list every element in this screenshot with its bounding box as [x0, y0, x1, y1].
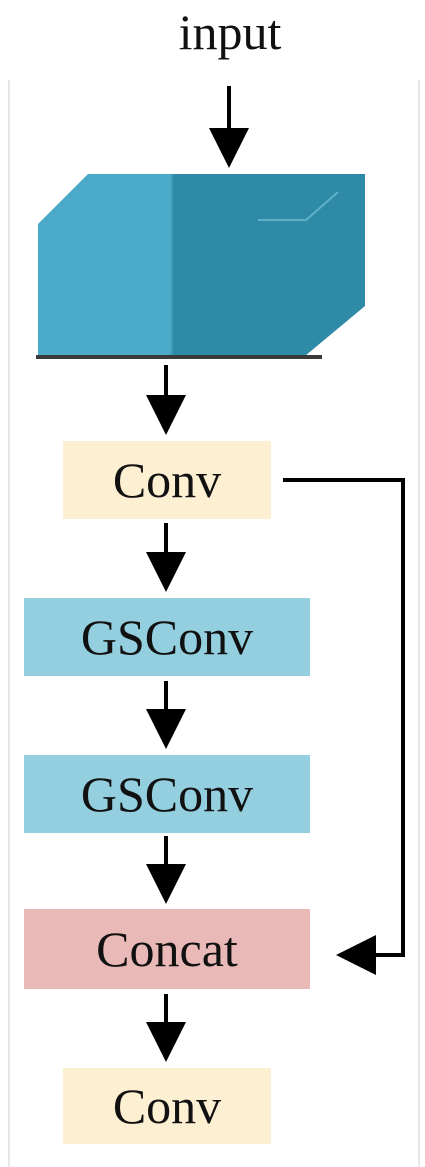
gsconv-block-2-label: GSConv	[80, 766, 254, 822]
tensor-right-face	[172, 174, 365, 356]
conv-block-top: Conv	[63, 441, 271, 519]
skip-connection-arrow	[283, 478, 405, 975]
input-label: input	[178, 4, 282, 60]
frame-left-border	[8, 80, 10, 1167]
tensor-left-face	[38, 174, 172, 356]
conv-block-bottom: Conv	[63, 1068, 271, 1144]
conv-block-top-label: Conv	[112, 452, 222, 508]
input-tensor-block	[36, 174, 365, 359]
gsconv-block-2: GSConv	[24, 755, 310, 833]
concat-block-label: Concat	[96, 921, 238, 977]
tensor-highlight	[258, 191, 339, 221]
gsconv-block-1: GSConv	[24, 598, 310, 676]
frame-right-border	[418, 80, 420, 1167]
gsconv-block-1-label: GSConv	[80, 609, 254, 665]
concat-block: Concat	[24, 909, 310, 989]
conv-block-bottom-label: Conv	[112, 1078, 222, 1134]
